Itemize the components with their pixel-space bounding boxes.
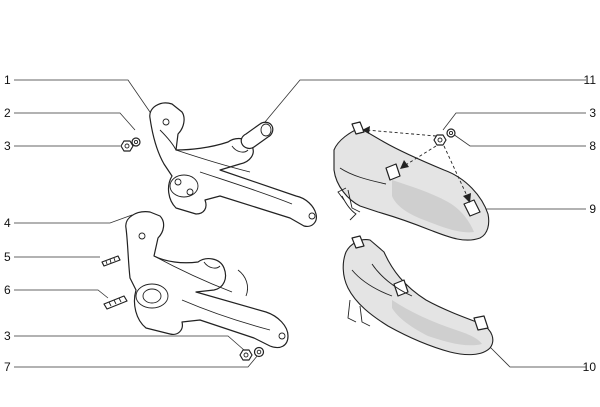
washer-part-8 — [446, 128, 456, 138]
stud-part-6 — [103, 295, 128, 310]
callout-2: 2 — [4, 106, 11, 120]
lower-heat-shield — [342, 235, 494, 356]
lower-exhaust-manifold — [125, 211, 289, 349]
assembly-indicator-arrows — [362, 126, 471, 203]
callout-9: 9 — [589, 202, 596, 216]
washer-part-7 — [253, 346, 265, 358]
callout-8: 8 — [589, 139, 596, 153]
sleeve-part-11 — [240, 121, 274, 150]
nut-part-3-lower-left — [239, 349, 253, 361]
callout-3-upper-left: 3 — [4, 139, 11, 153]
callout-labels: 1 2 3 4 5 6 3 7 11 3 8 9 10 — [4, 73, 596, 374]
callout-7: 7 — [4, 360, 11, 374]
callout-3-right: 3 — [589, 106, 596, 120]
upper-exhaust-manifold — [149, 102, 317, 227]
washer-part-2 — [131, 137, 141, 147]
stud-part-5 — [101, 255, 121, 267]
callout-6: 6 — [4, 283, 11, 297]
callout-5: 5 — [4, 250, 11, 264]
leader-lines-left — [14, 79, 259, 368]
callout-4: 4 — [4, 216, 11, 230]
callout-11: 11 — [584, 73, 597, 87]
callout-1: 1 — [4, 73, 11, 87]
callout-10: 10 — [583, 360, 597, 374]
upper-heat-shield — [333, 121, 490, 241]
callout-3-lower-left: 3 — [4, 329, 11, 343]
nut-part-3-right — [433, 134, 447, 146]
leader-lines-right — [264, 79, 586, 368]
nut-part-3-upper-left — [120, 140, 134, 152]
